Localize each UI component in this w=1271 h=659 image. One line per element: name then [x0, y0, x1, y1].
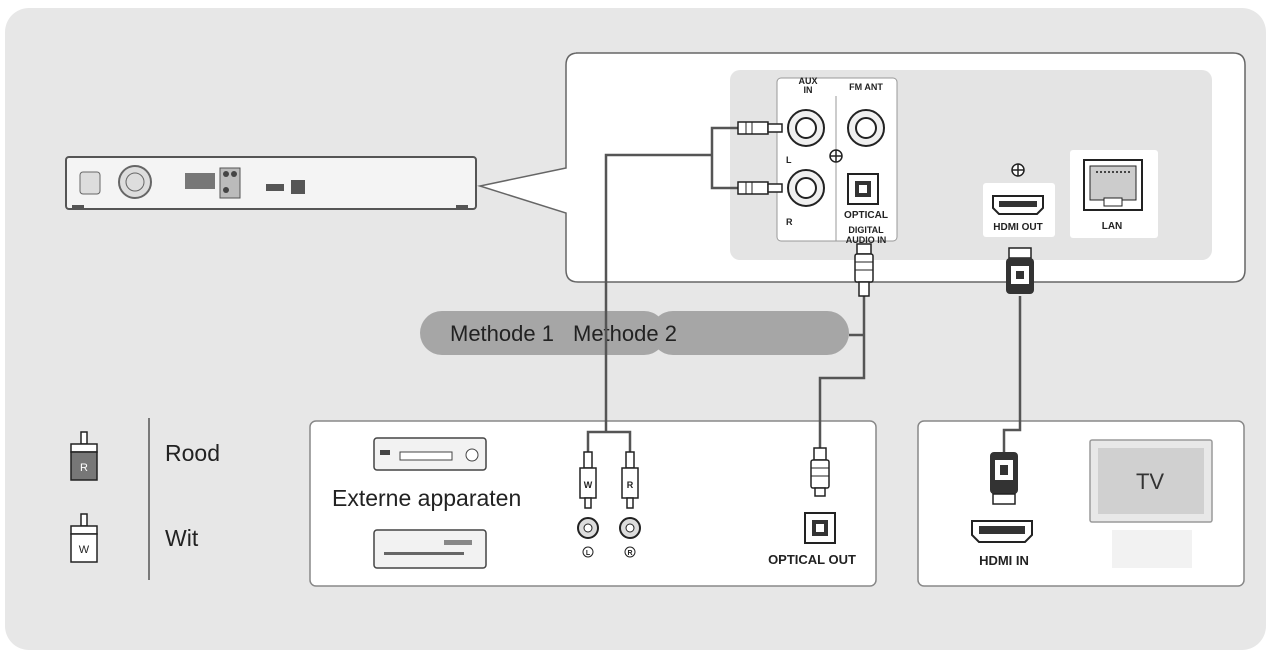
external-left-jack-label: L	[586, 550, 591, 557]
hdmi-out-label: HDMI OUT	[993, 222, 1042, 233]
external-devices-title: Externe apparaten	[332, 485, 521, 511]
optical-plug-top	[854, 243, 874, 297]
rca-plug-red-top	[737, 181, 783, 195]
rca-plug-red-bottom	[621, 451, 639, 509]
hdmi-out-block: HDMI OUT	[983, 163, 1055, 237]
method-1-pill	[420, 311, 666, 355]
method-2-label: Methode 2	[573, 321, 677, 346]
white-plug-letter: W	[79, 544, 90, 556]
white-label: Wit	[165, 525, 199, 551]
dvd-player-icon	[373, 437, 487, 471]
home-theater-rear-thumbnail	[65, 156, 477, 210]
method-2-pill	[651, 311, 849, 355]
rca-plug-white-top	[737, 121, 783, 135]
legend: R W Rood Wit	[70, 418, 220, 580]
aux-right-label: R	[786, 217, 793, 227]
hdmi-plug-top	[1006, 247, 1034, 294]
rca-plug-red-letter: R	[627, 480, 634, 490]
hdmi-in-label: HDMI IN	[979, 553, 1029, 568]
lan-port	[1083, 159, 1143, 211]
rca-plug-white-letter: W	[584, 480, 593, 490]
tv-icon	[1089, 439, 1213, 568]
optical-cable	[818, 296, 866, 448]
external-right-jack-label: R	[627, 550, 632, 557]
aux-left-label: L	[786, 155, 792, 165]
lan-block: LAN	[1070, 150, 1158, 238]
method-1-label: Methode 1	[450, 321, 554, 346]
rca-cable	[586, 126, 738, 452]
red-label: Rood	[165, 440, 220, 466]
optical-label: OPTICAL	[844, 210, 888, 221]
red-plug-icon	[70, 431, 98, 481]
tv-screen-label: TV	[1136, 469, 1164, 494]
fm-ant-label: FM ANT	[849, 82, 883, 92]
white-plug-icon	[70, 513, 98, 563]
lan-label: LAN	[1102, 221, 1123, 232]
optical-plug-bottom	[810, 447, 830, 497]
optical-in-port	[847, 173, 879, 205]
rca-plug-white-bottom	[579, 451, 597, 509]
optical-out-port	[804, 512, 836, 544]
hdmi-in-port	[971, 520, 1033, 543]
hdmi-plug-bottom	[990, 452, 1018, 505]
optical-out-label: OPTICAL OUT	[768, 552, 856, 567]
red-plug-letter: R	[80, 462, 88, 474]
hdmi-cable	[1002, 296, 1022, 452]
settop-box-icon	[373, 529, 487, 569]
